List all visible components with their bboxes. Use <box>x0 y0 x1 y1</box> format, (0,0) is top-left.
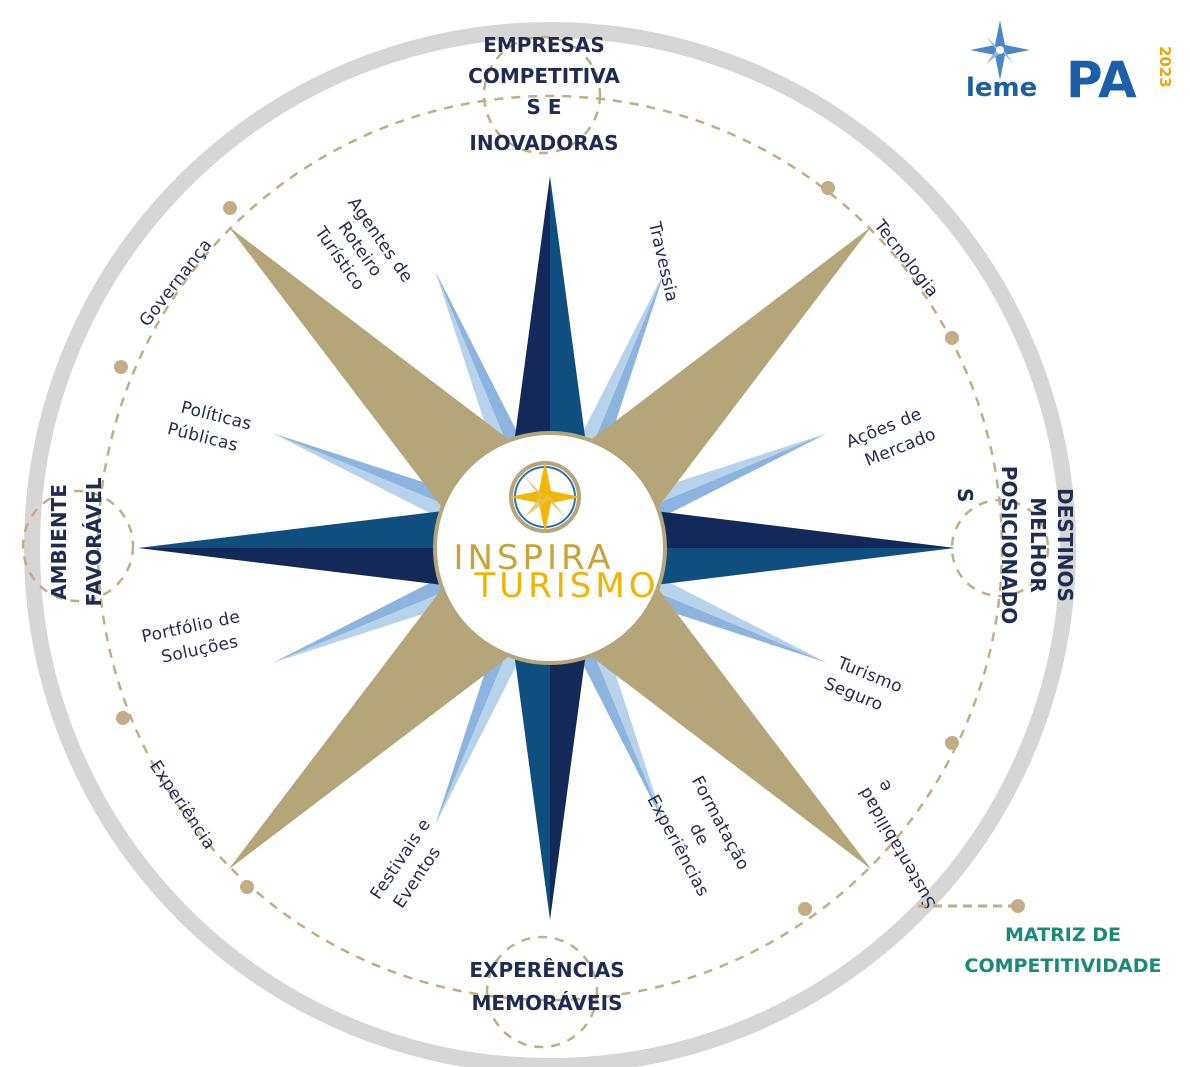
dashed-ring <box>96 94 1004 1002</box>
ring-dots <box>114 181 959 916</box>
pillar-right: DESTINOS MELHOR POSICIONADO S <box>953 466 1077 624</box>
label-portfolio: Portfólio de Soluções <box>140 607 242 668</box>
label-travessia: Travessia <box>644 219 682 304</box>
label-politicas: Políticas Públicas <box>165 398 253 456</box>
label-experiencia: Experiência <box>145 757 219 853</box>
legend-line2: COMPETITIVIDADE <box>965 955 1162 977</box>
pillar-right-line3: POSICIONADO <box>997 466 1021 624</box>
center-disc <box>433 431 667 665</box>
label-tecnologia: Tecnologia <box>869 216 942 302</box>
pillar-circles <box>21 35 1050 1049</box>
pillar-left: AMBIENTE FAVORÁVEL <box>47 477 106 606</box>
logo-leme: leme <box>966 73 1037 103</box>
pillar-left-line1: AMBIENTE <box>47 484 71 600</box>
svg-text:Sustentabilidad: Sustentabilidad <box>855 783 941 912</box>
legend-line1: MATRIZ DE <box>1005 924 1121 946</box>
pillar-top: EMPRESAS COMPETITIVA S E INOVADORAS <box>468 33 620 155</box>
label-acoes: Ações de Mercado <box>844 404 939 471</box>
pillar-bottom-line2: MEMORÁVEIS <box>472 991 623 1015</box>
pillar-bottom: EXPERÊNCIAS MEMORÁVEIS <box>469 958 624 1015</box>
pillar-top-line3: S E <box>526 95 561 119</box>
logo-pa: PA <box>1066 51 1137 109</box>
pillar-right-line2: MELHOR <box>1026 497 1050 592</box>
brand-inspira: INSPIRA <box>453 538 614 578</box>
pillar-bottom-line1: EXPERÊNCIAS <box>469 958 624 982</box>
label-turismo-seguro: Turismo Seguro <box>821 653 905 715</box>
label-governanca: Governança <box>136 235 217 330</box>
outer-ring <box>24 22 1076 1067</box>
pillar-left-line2: FAVORÁVEL <box>82 477 106 606</box>
leme-pa-logo: leme PA 2023 <box>966 20 1174 109</box>
pillar-top-line4: INOVADORAS <box>469 131 618 155</box>
brand-turismo: TURISMO <box>474 566 660 606</box>
inspira-compass-icon <box>509 461 581 533</box>
label-festivais: Festivais e Eventos <box>367 815 446 912</box>
svg-text:e: e <box>874 776 897 795</box>
pillar-top-line2: COMPETITIVA <box>468 64 620 88</box>
label-agentes: Agentes de Roteiro Turístico <box>310 194 417 295</box>
label-formatacao: Formatação de Experiências <box>643 773 754 900</box>
pillar-right-line4: S <box>953 488 977 502</box>
legend-dot <box>1011 899 1025 913</box>
logo-year: 2023 <box>1156 46 1174 88</box>
pillar-top-line1: EMPRESAS <box>483 33 605 57</box>
leme-star-icon <box>970 20 1030 80</box>
pillar-right-line1: DESTINOS <box>1053 488 1077 602</box>
